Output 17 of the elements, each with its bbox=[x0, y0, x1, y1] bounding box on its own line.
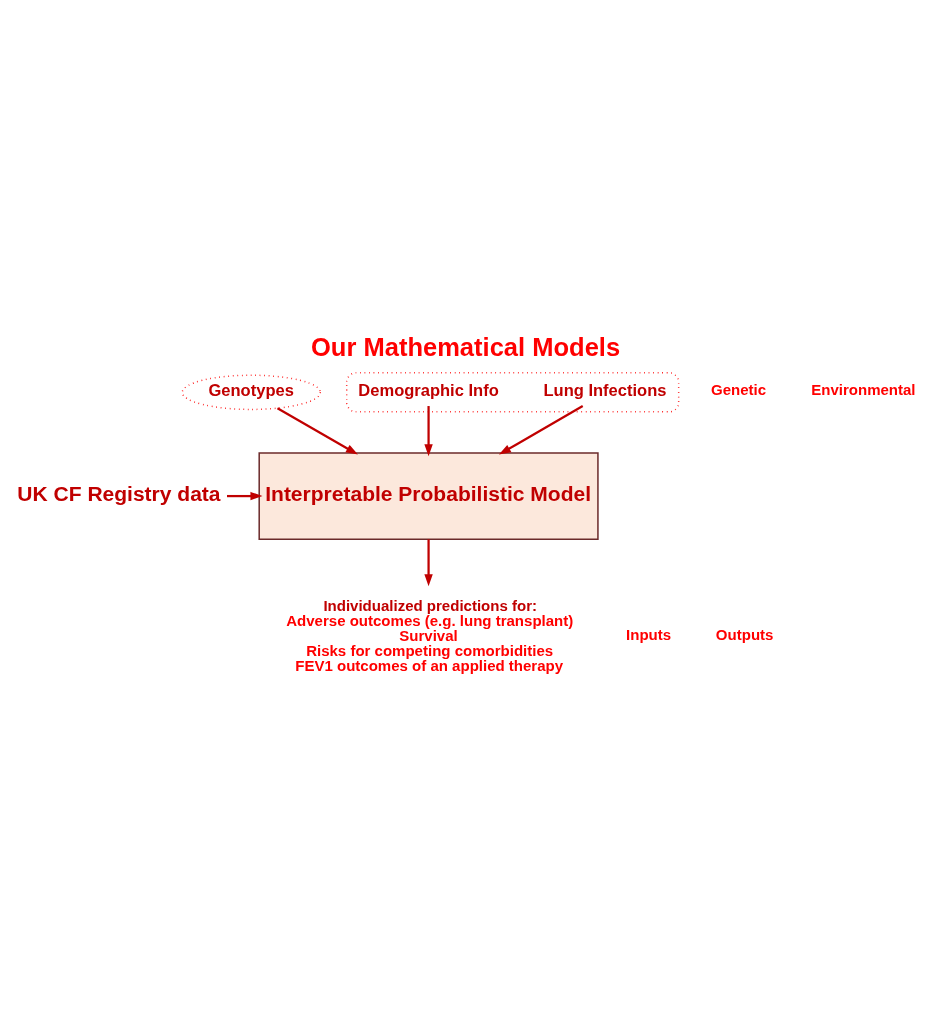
label: Genetic bbox=[710, 381, 767, 399]
arrow bbox=[424, 406, 433, 457]
node-text: Demographic Info bbox=[358, 380, 499, 400]
arrow bbox=[227, 491, 263, 501]
node-text: Individualized predictions for: Adverse outcomes (e.g. lung transplant) Survival Risks for competing comorbidities FEV1 outcomes of an applied therapy bbox=[286, 596, 574, 674]
label: Inputs bbox=[626, 625, 672, 643]
label: Outputs bbox=[715, 625, 774, 643]
cluster bbox=[345, 372, 680, 413]
arrow bbox=[498, 405, 584, 455]
node-ellipse: Genotypes bbox=[181, 374, 322, 411]
arrow bbox=[276, 407, 358, 455]
arrow bbox=[424, 539, 433, 587]
node-box: Interpretable Probabilistic Model bbox=[258, 452, 599, 541]
label: Environmental bbox=[811, 381, 916, 399]
diagram-title: Our Mathematical Models bbox=[311, 332, 621, 361]
node-text: UK CF Registry data bbox=[17, 481, 221, 505]
node-text: Lung Infections bbox=[543, 380, 667, 400]
